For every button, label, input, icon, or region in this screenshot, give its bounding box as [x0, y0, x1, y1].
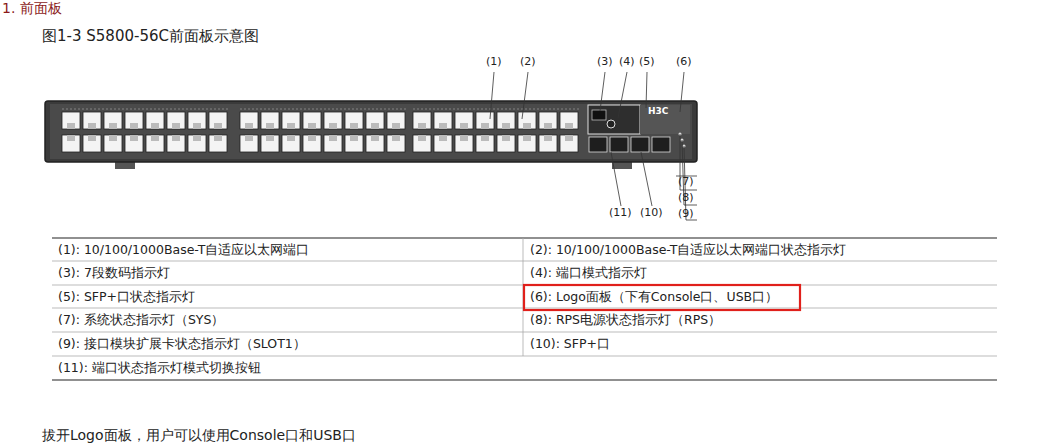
section-heading: 1. 前面板 [2, 0, 62, 17]
switch-face [50, 104, 692, 159]
brand-plate [640, 105, 690, 134]
table-cell: (8): RPS电源状态指示灯（RPS） [530, 312, 721, 327]
callout-number: (1) [486, 55, 502, 68]
callout-number: (11) [609, 206, 632, 219]
callout-number: (5) [639, 55, 655, 68]
callout-number: (8) [678, 191, 694, 204]
table-cell: (1): 10/100/1000Base-T自适应以太网端口 [58, 242, 309, 257]
callout-number: (4) [619, 55, 635, 68]
table-cell: (6): Logo面板（下有Console口、USB口） [530, 289, 778, 304]
figure-title: 图1-3 S5800-56C前面板示意图 [42, 27, 259, 45]
callout-number: (6) [676, 55, 692, 68]
table-cell: (7): 系统状态指示灯（SYS） [58, 312, 224, 327]
table-cell: (5): SFP+口状态指示灯 [58, 289, 195, 304]
highlight-box [524, 285, 800, 310]
table-cell: (10): SFP+口 [530, 336, 610, 351]
body-text: 拔开Logo面板，用户可以使用Console口和USB口 [42, 427, 356, 444]
table-cell: (4): 端口模式指示灯 [530, 265, 647, 280]
brand-logo: H3C [648, 106, 668, 117]
seven-segment-led [592, 110, 606, 120]
callout-number: (10) [640, 206, 663, 219]
port-array [62, 109, 579, 152]
leader-lines [490, 72, 697, 220]
table-cell: (2): 10/100/1000Base-T自适应以太网端口状态指示灯 [530, 242, 846, 257]
legend-table [52, 238, 997, 380]
table-cell: (9): 接口模块扩展卡状态指示灯（SLOT1） [58, 336, 306, 351]
callout-number: (9) [678, 207, 694, 220]
table-cell: (11): 端口状态指示灯模式切换按钮 [58, 360, 261, 375]
callout-number: (3) [597, 55, 613, 68]
table-cell: (3): 7段数码指示灯 [58, 265, 170, 280]
sfp-ports [589, 137, 670, 152]
callout-number: (2) [520, 55, 536, 68]
mode-button [607, 120, 615, 128]
callout-number: (7) [678, 175, 694, 188]
logo-panel [588, 105, 640, 134]
switch-chassis [45, 101, 697, 162]
